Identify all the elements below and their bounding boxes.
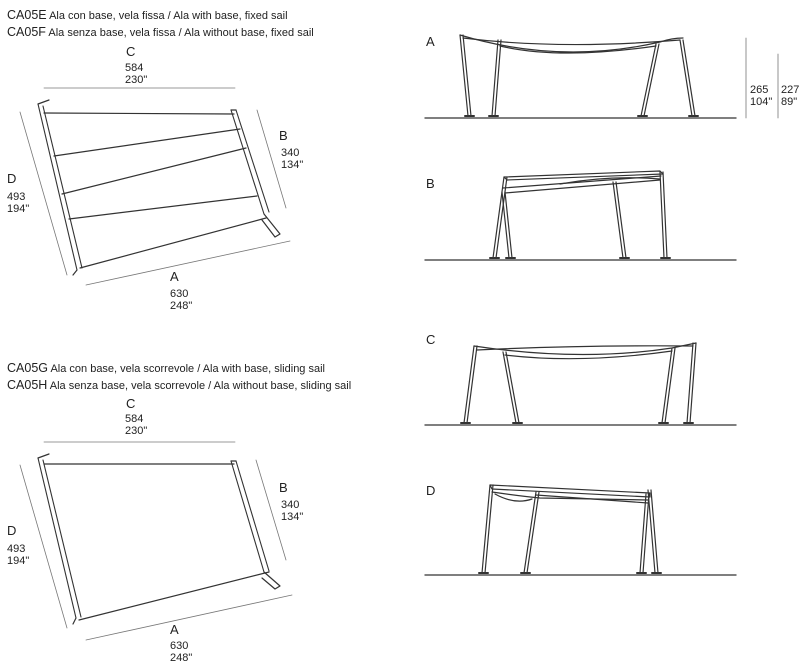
dim-value-a-in: 248" [170,652,193,664]
product-code: CA05F [7,25,46,39]
product-code: CA05E [7,8,47,22]
height-value-227-in: 89" [781,96,798,108]
dim-label-a: A [170,622,179,637]
product-code: CA05H [7,378,48,392]
elevation-label-d: D [426,483,436,498]
dim-label-d: D [7,523,17,538]
dim-label-c: C [126,396,136,411]
product-description: Ala con base, vela scorrevole / Ala with… [50,363,325,375]
product-description: Ala con base, vela fissa / Ala with base… [49,10,288,22]
product-description: Ala senza base, vela fissa / Ala without… [48,27,314,39]
elevation-c [424,342,737,426]
height-value-265-cm: 265 [750,84,769,96]
dim-value-b-cm: 340 [281,499,300,511]
height-value-227-cm: 227 [781,84,800,96]
dim-value-c-in: 230" [125,425,148,437]
height-value-265-in: 104" [750,96,773,108]
elevation-d [424,484,737,576]
plan-view-fixed-sail [19,87,291,286]
dim-value-a-cm: 630 [170,288,189,300]
dim-value-a-in: 248" [170,300,193,312]
product-description: Ala senza base, vela scorrevole / Ala wi… [49,380,352,392]
dim-label-b: B [279,480,288,495]
elevation-label-a: A [426,34,435,49]
product-line-ca05e: CA05E Ala con base, vela fissa / Ala wit… [7,9,288,23]
dim-value-d-in: 194" [7,555,30,567]
dim-label-b: B [279,128,288,143]
product-line-ca05f: CA05F Ala senza base, vela fissa / Ala w… [7,26,314,40]
dim-value-d-cm: 493 [7,191,26,203]
dim-value-b-in: 134" [281,511,304,523]
dim-label-a: A [170,269,179,284]
dim-value-c-cm: 584 [125,413,144,425]
dim-value-b-cm: 340 [281,147,300,159]
elevation-label-c: C [426,332,436,347]
dim-value-c-in: 230" [125,74,148,86]
dim-label-d: D [7,171,17,186]
elevation-b [424,170,737,261]
product-line-ca05h: CA05H Ala senza base, vela scorrevole / … [7,379,351,393]
dim-value-d-in: 194" [7,203,30,215]
dim-value-c-cm: 584 [125,62,144,74]
product-code: CA05G [7,361,48,375]
elevation-label-b: B [426,176,435,191]
dim-value-b-in: 134" [281,159,304,171]
dim-value-d-cm: 493 [7,543,26,555]
plan-view-sliding-sail [19,441,293,641]
elevation-a [424,34,779,119]
dim-label-c: C [126,44,136,59]
dim-value-a-cm: 630 [170,640,189,652]
product-line-ca05g: CA05G Ala con base, vela scorrevole / Al… [7,362,325,376]
